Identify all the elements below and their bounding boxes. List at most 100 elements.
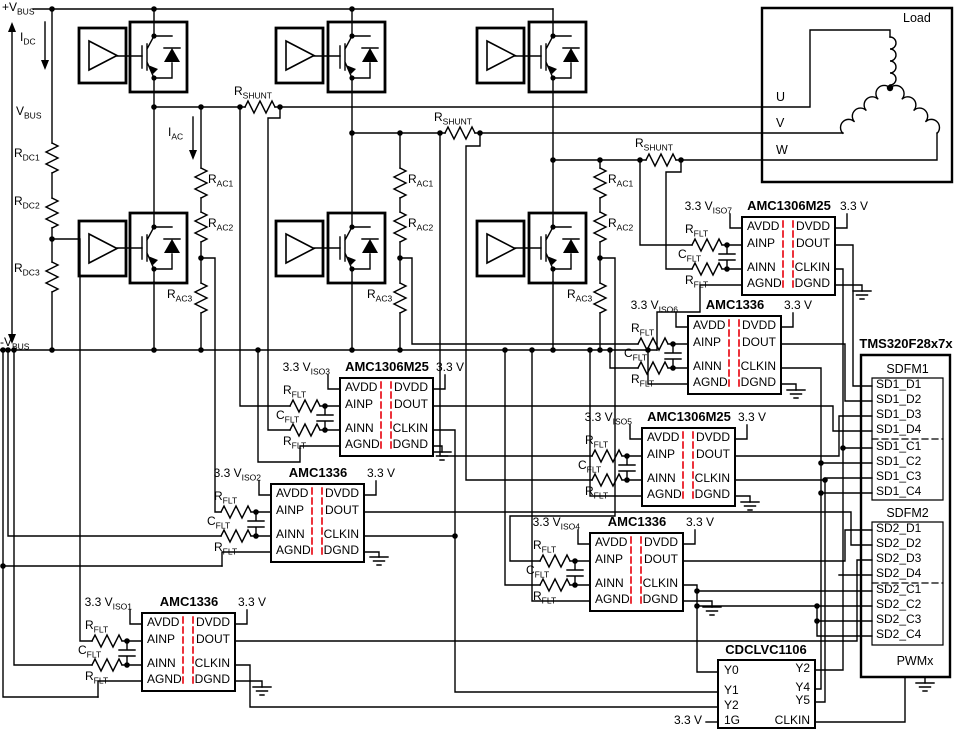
amc-iso5-cflt: CFLT [578, 458, 602, 475]
amc-iso3-rflt-bot: RFLT [283, 434, 307, 451]
amc-iso5-pin-avdd: AVDD [647, 430, 680, 444]
amc-iso4-supply-iso: 3.3 VISO4 [532, 515, 580, 532]
mcu-pin-sd2-c3: SD2_C3 [876, 612, 922, 626]
amc-iso2-rflt-top: RFLT [214, 489, 238, 506]
rac1-leg3-label: RAC1 [608, 172, 634, 189]
igbt-symbols [141, 21, 580, 284]
amc-iso2-pin-clkin: CLKIN [323, 527, 359, 541]
mcu-pin-sd1-c4: SD1_C4 [876, 484, 922, 498]
amc-iso6-title: AMC1336 [705, 297, 765, 312]
amc-iso6-pin-dvdd: DVDD [741, 318, 776, 332]
mcu-block [859, 353, 952, 679]
mcu-pin-sd2-d4: SD2_D4 [876, 566, 922, 580]
rac2-leg1-label: RAC2 [208, 216, 234, 233]
amc-iso3-pin-dgnd: DGND [392, 437, 428, 451]
mcu-pin-sd1-d1: SD1_D1 [876, 377, 922, 391]
amc-iso5-pin-ainn: AINN [647, 471, 676, 485]
amc-iso1-title: AMC1336 [159, 594, 219, 609]
rshunt2-label: RSHUNT [434, 110, 472, 127]
clock-buffer-pin-y5: Y5 [795, 693, 810, 707]
dc-bus-rails [0, 8, 658, 698]
amc-iso2-supply-3v3: 3.3 V [367, 466, 396, 480]
mcu-title: TMS320F28x7x [859, 336, 953, 351]
amc-iso6-rflt-top: RFLT [631, 321, 655, 338]
amc-iso2-cflt: CFLT [207, 514, 231, 531]
amc-iso6-rflt-bot: RFLT [631, 372, 655, 389]
amc-iso7-supply-iso: 3.3 VISO7 [684, 199, 732, 216]
amc-iso5-pin-agnd: AGND [647, 487, 682, 501]
amc-iso5-supply-3v3: 3.3 V [738, 410, 767, 424]
amc-iso3-pin-ainp: AINP [345, 397, 374, 411]
amc-iso5-rflt-top: RFLT [585, 433, 609, 450]
amc-iso4-pin-clkin: CLKIN [642, 576, 678, 590]
amc-iso1-pin-ainp: AINP [147, 632, 176, 646]
ground-symbols [252, 290, 935, 696]
amc-iso6-pin-dout: DOUT [742, 335, 776, 349]
amc-iso4-pin-dgnd: DGND [642, 592, 678, 606]
amc-iso1-pin-ainn: AINN [147, 656, 176, 670]
mcu-sdfm1-label: SDFM1 [886, 362, 929, 376]
amc-iso2-pin-ainn: AINN [276, 527, 305, 541]
amc-iso3-pin-clkin: CLKIN [392, 421, 428, 435]
mcu-pin-sd1-d4: SD1_D4 [876, 422, 922, 436]
amc-iso3-title: AMC1306M25 [345, 359, 429, 374]
idc-arrow [41, 21, 49, 70]
amc-iso6-supply-3v3: 3.3 V [784, 298, 813, 312]
rac3-leg3-label: RAC3 [567, 287, 593, 304]
amc-iso4-pin-avdd: AVDD [595, 535, 628, 549]
amc-iso7-cflt: CFLT [678, 247, 702, 264]
mcu-pin-sd1-d2: SD1_D2 [876, 392, 922, 406]
clock-buffer-pin-clkin: CLKIN [774, 713, 810, 727]
amc-iso2-pin-dgnd: DGND [323, 543, 359, 557]
amc-iso7-pin-agnd: AGND [747, 276, 782, 290]
amc-iso7-supply-3v3: 3.3 V [840, 199, 869, 213]
amc-iso3-pin-ainn: AINN [345, 421, 374, 435]
rac1-leg1-label: RAC1 [208, 172, 234, 189]
amc-iso7-pin-avdd: AVDD [747, 219, 780, 233]
vbus-measure-arrow [8, 22, 16, 344]
amc-iso7-pin-dgnd: DGND [794, 276, 830, 290]
amc-iso2-pin-agnd: AGND [276, 543, 311, 557]
idc-label: IDC [20, 30, 36, 47]
amc-iso1-supply-iso: 3.3 VISO1 [84, 595, 132, 612]
amc-iso7-pin-dout: DOUT [796, 236, 830, 250]
amc-iso6-cflt: CFLT [624, 346, 648, 363]
amc-iso1-pin-avdd: AVDD [147, 615, 180, 629]
data-clock-routing [234, 244, 926, 723]
amc-iso2-pin-avdd: AVDD [276, 486, 309, 500]
amc-iso2-rflt-bot: RFLT [214, 540, 238, 557]
amc-iso1-pin-dout: DOUT [196, 632, 230, 646]
inverter-leg3 [509, 8, 693, 562]
load-block [279, 6, 954, 184]
pos-bus-label: +VBUS [2, 0, 35, 17]
clock-buffer-pin-y1: Y1 [724, 683, 739, 697]
amc-iso6-pin-clkin: CLKIN [740, 359, 776, 373]
iac-label: IAC [168, 125, 184, 142]
amc-iso5-title: AMC1306M25 [647, 409, 731, 424]
junction-dots [0, 6, 894, 668]
amc-iso3-cflt: CFLT [276, 408, 300, 425]
clock-buffer-pin-1g: 1G [724, 713, 741, 727]
amc-iso7-pin-clkin: CLKIN [794, 260, 830, 274]
load-title: Load [903, 11, 931, 25]
mcu-sdfm2-label: SDFM2 [886, 506, 929, 520]
mcu-pin-sd2-d3: SD2_D3 [876, 551, 922, 565]
amc-iso1-rflt-top: RFLT [85, 618, 109, 635]
amc-iso5-pin-clkin: CLKIN [694, 471, 730, 485]
clock-buffer-pin-y2: Y2 [724, 698, 739, 712]
amc-iso2-pin-dvdd: DVDD [324, 486, 359, 500]
amc-iso3-pin-dout: DOUT [394, 397, 428, 411]
amc-iso6-pin-ainn: AINN [693, 359, 722, 373]
mcu-pin-sd2-c1: SD2_C1 [876, 582, 922, 596]
clock-buffer-title: CDCLVC1106 [725, 642, 807, 657]
amc-iso3-pin-dvdd: DVDD [393, 380, 428, 394]
mcu-pin-sd1-c2: SD1_C2 [876, 454, 922, 468]
amc-iso4-pin-dvdd: DVDD [643, 535, 678, 549]
amc-iso7-pin-dvdd: DVDD [795, 219, 830, 233]
clock-buffer-gate-supply: 3.3 V [673, 713, 702, 727]
amc-iso5-rflt-bot: RFLT [585, 484, 609, 501]
rshunt1-label: RSHUNT [234, 84, 272, 101]
amc-iso4-pin-ainn: AINN [595, 576, 624, 590]
mcu-pwm-label: PWMx [896, 654, 934, 668]
